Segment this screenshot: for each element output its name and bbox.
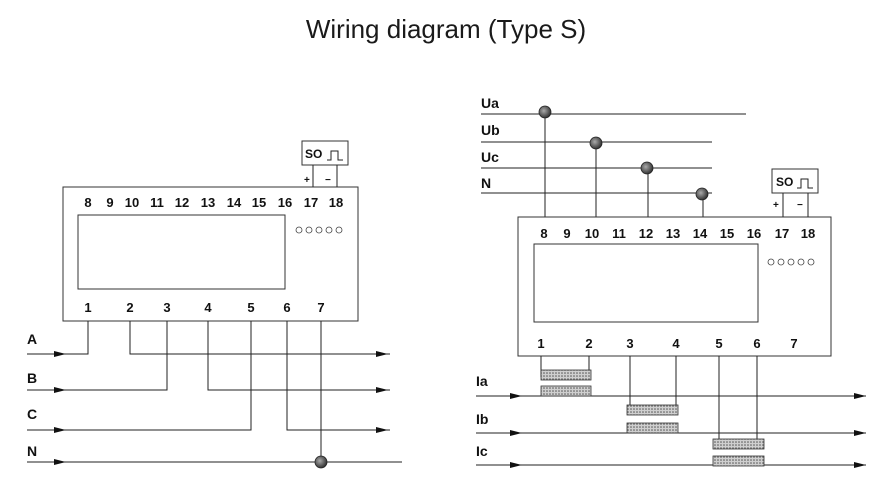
- left-arrows: [54, 351, 388, 465]
- left-terminal-17: 17: [304, 195, 318, 210]
- ub-junction: [589, 136, 603, 150]
- right-so-plus: +: [773, 200, 779, 211]
- right-terminal-17: 17: [775, 226, 789, 241]
- left-terminal-7: 7: [317, 300, 324, 315]
- left-terminal-5: 5: [247, 300, 254, 315]
- current-transformer-ic: [712, 438, 765, 467]
- left-so-output: SO + −: [301, 140, 349, 187]
- left-terminal-9: 9: [106, 195, 113, 210]
- left-terminal-10: 10: [125, 195, 139, 210]
- left-bottom-terminals: 1 2 3 4 5 6 7: [84, 300, 324, 315]
- right-terminal-5: 5: [715, 336, 722, 351]
- right-terminal-15: 15: [720, 226, 734, 241]
- left-terminal-3: 3: [163, 300, 170, 315]
- left-line-label-n: N: [27, 443, 37, 459]
- left-n-junction: [314, 455, 328, 469]
- right-so-minus: −: [797, 200, 803, 211]
- right-voltage-bus: [481, 105, 746, 217]
- right-meter-display: [533, 243, 759, 323]
- left-terminal-4: 4: [204, 300, 212, 315]
- right-terminal-16: 16: [747, 226, 761, 241]
- right-terminal-6: 6: [753, 336, 760, 351]
- left-terminal-14: 14: [227, 195, 242, 210]
- right-pulse-icon: [797, 178, 813, 189]
- uc-junction: [640, 161, 654, 175]
- right-terminal-9: 9: [563, 226, 570, 241]
- current-transformer-ia: [540, 369, 592, 397]
- right-meter: Ua Ub Uc N: [476, 95, 866, 468]
- right-terminal-18: 18: [801, 226, 815, 241]
- left-terminal-16: 16: [278, 195, 292, 210]
- left-terminal-15: 15: [252, 195, 266, 210]
- right-terminal-13: 13: [666, 226, 680, 241]
- left-so-minus: −: [325, 175, 331, 186]
- left-top-terminals: 8 9 10 11 12 13 14 15 16 17 18: [84, 195, 343, 210]
- right-current-label-ic: Ic: [476, 443, 488, 459]
- left-wiring: [27, 321, 402, 469]
- ua-junction: [538, 105, 552, 119]
- right-terminal-7: 7: [790, 336, 797, 351]
- left-line-label-c: C: [27, 406, 37, 422]
- right-current-label-ib: Ib: [476, 411, 488, 427]
- right-voltage-label-ub: Ub: [481, 122, 500, 138]
- right-so-box: [771, 168, 819, 194]
- page-title: Wiring diagram (Type S): [306, 14, 586, 44]
- left-terminal-11: 11: [150, 195, 164, 210]
- left-meter: SO + − 8 9 10 11 12 13 14 15 16 17 18 1 …: [27, 140, 402, 469]
- right-bottom-terminals: 1 2 3 4 5 6 7: [537, 336, 797, 351]
- left-meter-display: [77, 214, 286, 290]
- right-current-label-ia: Ia: [476, 373, 488, 389]
- left-terminal-18: 18: [329, 195, 343, 210]
- n-junction: [695, 187, 709, 201]
- left-terminal-8: 8: [84, 195, 91, 210]
- right-terminal-1: 1: [537, 336, 544, 351]
- left-so-plus: +: [304, 175, 310, 186]
- right-terminal-8: 8: [540, 226, 547, 241]
- left-so-box: [301, 140, 349, 166]
- right-terminal-2: 2: [585, 336, 592, 351]
- right-terminal-14: 14: [693, 226, 708, 241]
- right-voltage-label-uc: Uc: [481, 149, 499, 165]
- right-terminal-11: 11: [612, 226, 626, 241]
- left-terminal-6: 6: [283, 300, 290, 315]
- right-top-terminals: 8 9 10 11 12 13 14 15 16 17 18: [540, 226, 815, 241]
- left-so-label: SO: [305, 147, 322, 161]
- left-terminal-1: 1: [84, 300, 91, 315]
- left-pulse-icon: [327, 150, 343, 161]
- left-terminal-13: 13: [201, 195, 215, 210]
- right-so-output: SO + −: [771, 168, 819, 217]
- right-voltage-label-ua: Ua: [481, 95, 499, 111]
- right-terminal-4: 4: [672, 336, 680, 351]
- right-terminal-3: 3: [626, 336, 633, 351]
- left-indicator-leds: [295, 226, 343, 234]
- right-terminal-10: 10: [585, 226, 599, 241]
- current-transformer-ib: [626, 404, 679, 434]
- right-so-label: SO: [776, 175, 793, 189]
- right-terminal-12: 12: [639, 226, 653, 241]
- right-voltage-label-n: N: [481, 175, 491, 191]
- left-line-label-a: A: [27, 331, 37, 347]
- left-terminal-2: 2: [126, 300, 133, 315]
- right-arrows: [510, 393, 866, 468]
- right-indicator-leds: [767, 258, 815, 266]
- left-line-label-b: B: [27, 370, 37, 386]
- left-terminal-12: 12: [175, 195, 189, 210]
